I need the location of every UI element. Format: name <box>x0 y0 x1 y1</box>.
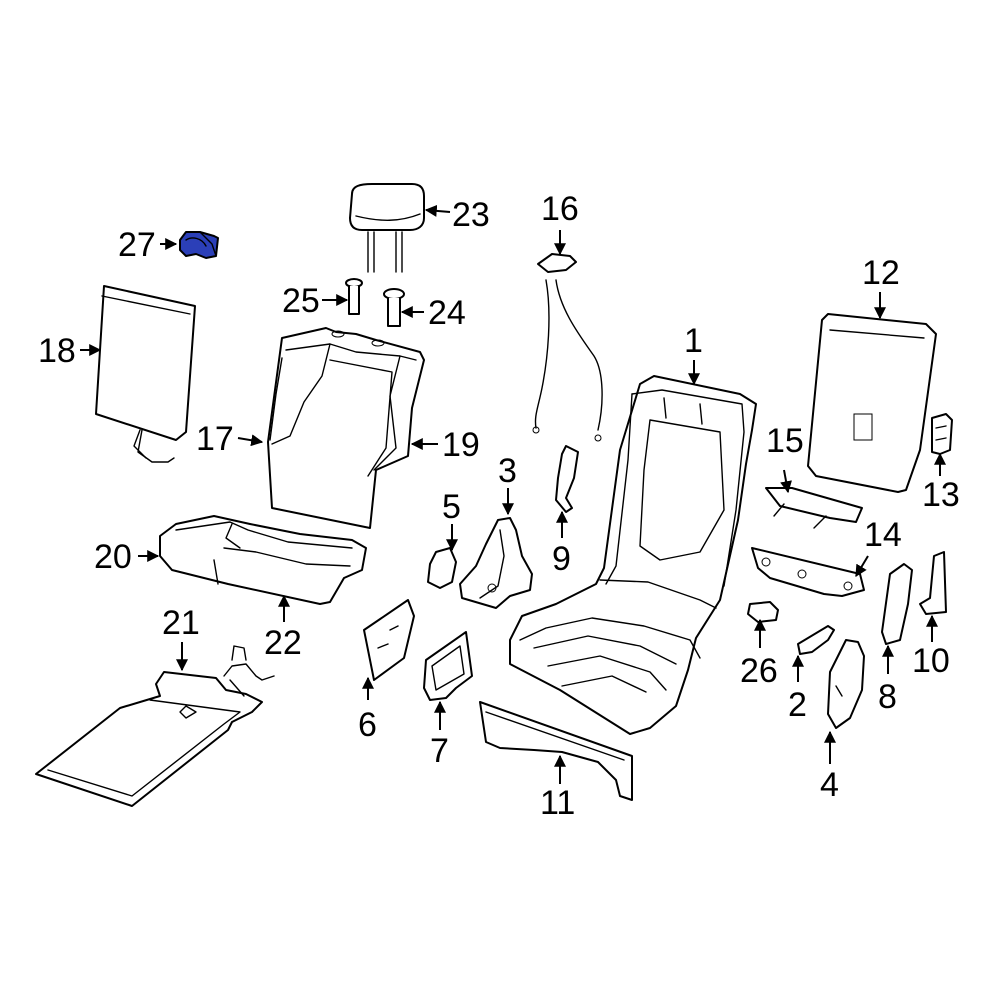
callout-26: 26 <box>740 652 778 690</box>
callout-22: 22 <box>264 624 302 662</box>
callout-13: 13 <box>922 476 960 514</box>
callout-27: 27 <box>118 226 156 264</box>
callout-2: 2 <box>788 686 807 724</box>
callout-20: 20 <box>94 538 132 576</box>
part-5-hinge-cover[interactable] <box>427 547 457 589</box>
callout-25: 25 <box>282 282 320 320</box>
part-20-seat-cushion[interactable] <box>159 515 367 605</box>
callout-4: 4 <box>820 766 839 804</box>
callout-14: 14 <box>864 516 902 554</box>
callout-18: 18 <box>38 332 76 370</box>
part-1-seat-frame[interactable] <box>509 375 757 735</box>
part-23-headrest[interactable] <box>349 183 425 273</box>
callout-9: 9 <box>552 540 571 578</box>
part-21-seat-heater-mat[interactable] <box>35 645 275 807</box>
part-10-side-rail[interactable] <box>919 551 947 615</box>
leader-lines <box>80 204 946 784</box>
part-17-seatback-cover[interactable] <box>267 327 425 529</box>
part-16-release-cable[interactable] <box>532 253 603 442</box>
part-19-seatback-frame <box>329 359 393 477</box>
part-7-mounting-plate[interactable] <box>423 631 473 701</box>
callout-8: 8 <box>878 678 897 716</box>
part-2-clip[interactable] <box>797 625 835 655</box>
part-6-trim-panel[interactable] <box>363 599 415 681</box>
part-12-seatback-rear-panel[interactable] <box>807 313 937 493</box>
callout-16: 16 <box>541 190 579 228</box>
callout-21: 21 <box>162 604 200 642</box>
part-27-highlighted[interactable] <box>179 231 219 259</box>
callout-23: 23 <box>452 196 490 234</box>
part-25-headrest-guide[interactable] <box>345 278 363 315</box>
callout-19: 19 <box>442 426 480 464</box>
callout-17: 17 <box>196 420 234 458</box>
part-3-side-bracket[interactable] <box>459 517 533 609</box>
callout-labels: 27 23 25 24 18 17 19 20 22 21 16 1 9 3 5… <box>38 190 960 822</box>
callout-1: 1 <box>684 322 703 360</box>
callout-15: 15 <box>766 422 804 460</box>
callout-3: 3 <box>498 452 517 490</box>
part-13-release-handle[interactable] <box>931 413 953 455</box>
part-15-crossmember[interactable] <box>765 487 863 529</box>
callout-11: 11 <box>540 784 575 822</box>
callout-24: 24 <box>428 294 466 332</box>
part-4-side-shield[interactable] <box>827 639 865 729</box>
callout-5: 5 <box>442 488 461 526</box>
part-26-latch-cover[interactable] <box>747 601 779 623</box>
part-11-lower-skirt[interactable] <box>479 701 633 801</box>
part-9-trim-bracket[interactable] <box>555 445 579 513</box>
part-24-headrest-guide[interactable] <box>383 288 405 327</box>
callout-10: 10 <box>912 642 950 680</box>
part-8-side-rail[interactable] <box>881 563 913 645</box>
part-14-seat-track[interactable] <box>751 547 865 597</box>
callout-6: 6 <box>358 706 377 744</box>
callout-12: 12 <box>862 254 900 292</box>
callout-7: 7 <box>430 732 449 770</box>
part-18-seatback-panel[interactable] <box>95 285 196 463</box>
